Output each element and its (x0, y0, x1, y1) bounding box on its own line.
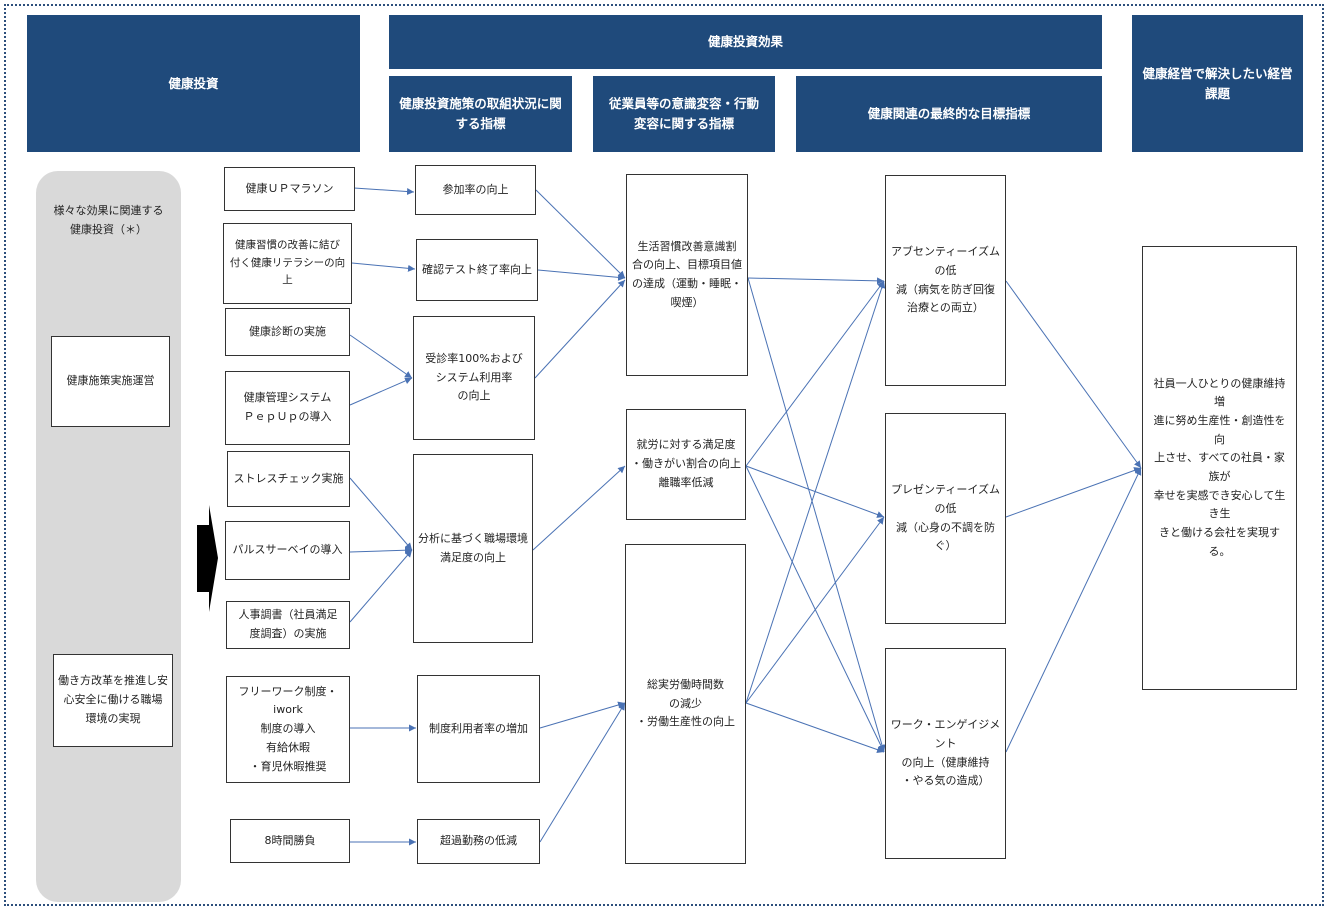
arrow-rodo-absent (745, 280, 886, 704)
box-stress: ストレスチェック実施 (227, 451, 350, 507)
box-8jikan: 8時間勝負 (230, 819, 350, 863)
box-engagement: ワーク・エンゲイジメント の向上（健康維持 ・やる気の造成） (885, 648, 1006, 859)
arrow-absent-issue (1005, 280, 1142, 469)
box-keiei-issue: 社員一人ひとりの健康維持増 進に努め生産性・創造性を向 上させ、すべての社員・家… (1142, 246, 1297, 690)
box-unei: 健康施策実施運営 (51, 336, 170, 427)
box-hatarakikata: 働き方改革を推進し安 心安全に働ける職場 環境の実現 (53, 654, 173, 747)
arrow-shuro-absent (745, 280, 885, 467)
box-shuro: 就労に対する満足度 ・働きがい割合の向上 離職率低減 (626, 409, 746, 520)
arrow-kakunin-seikatsu (537, 269, 626, 281)
header-shisaku-shihyo: 健康投資施策の取組状況に関する指標 (389, 76, 572, 152)
arrow-marathon-sanka (353, 187, 415, 196)
arrow-pulse-shokuba (349, 546, 413, 554)
box-seido: 制度利用者率の増加 (417, 675, 540, 783)
arrow-shindan-jushin (349, 334, 413, 379)
box-freework: フリーワーク制度・iwork 制度の導入 有給休暇 ・育児休暇推奨 (226, 676, 350, 783)
arrow-literacy-kakunin (351, 262, 416, 272)
sidebar-note: 様々な効果に関連する 健康投資（＊） (53, 204, 164, 236)
header-toushi-kouka: 健康投資効果 (389, 15, 1102, 69)
arrow-seido-rodo (539, 701, 626, 729)
box-rodo: 総実労働時間数 の減少 ・労働生産性の向上 (625, 544, 746, 864)
box-jushin: 受診率100%および システム利用率 の向上 (413, 316, 535, 440)
header-keiei-kadai: 健康経営で解決したい経営課題 (1132, 15, 1303, 152)
arrow-rodo-present (745, 516, 885, 704)
arrow-seikatsu-engage (747, 277, 886, 753)
box-pepup: 健康管理システム ＰｅｐＵｐの導入 (225, 371, 350, 445)
box-kakunin: 確認テスト終了率向上 (416, 239, 538, 301)
box-literacy: 健康習慣の改善に結び 付く健康リテラシーの向上 (223, 223, 352, 304)
arrow-seikatsu-absent (747, 277, 885, 285)
box-sanka: 参加率の向上 (415, 165, 536, 215)
big-black-arrow (197, 505, 218, 612)
box-up-marathon: 健康ＵＰマラソン (224, 167, 355, 211)
arrow-present-issue (1005, 467, 1142, 518)
arrow-engage-issue (1005, 467, 1142, 753)
header-saishu-shihyo: 健康関連の最終的な目標指標 (796, 76, 1102, 152)
box-shindan: 健康診断の実施 (225, 308, 350, 356)
box-shokuba: 分析に基づく職場環境 満足度の向上 (413, 454, 533, 643)
arrow-shokuba-shuro (532, 465, 626, 551)
arrow-pepup-jushin (349, 377, 413, 406)
arrow-jushin-seikatsu (534, 279, 626, 379)
box-pulse: パルスサーベイの導入 (225, 521, 350, 580)
arrow-shuro-engage (745, 465, 885, 753)
arrow-sanka-seikatsu (535, 189, 626, 279)
arrow-rodo-engage (745, 702, 885, 753)
box-absenteeism: アブセンティーイズムの低 減（病気を防ぎ回復 治療との両立） (885, 175, 1006, 386)
box-choka: 超過勤務の低減 (417, 819, 540, 864)
box-jinji: 人事調書（社員満足 度調査）の実施 (226, 601, 350, 649)
box-presenteeism: プレゼンティーイズムの低 減（心身の不調を防 ぐ） (885, 413, 1006, 624)
arrow-jinji-shokuba (349, 549, 413, 623)
arrow-stress-shokuba (349, 477, 413, 551)
header-ishiki-shihyo: 従業員等の意識変容・行動変容に関する指標 (593, 76, 775, 152)
sidebar-panel (36, 171, 181, 902)
box-seikatsu: 生活習慣改善意識割 合の向上、目標項目値 の達成（運動・睡眠・ 喫煙） (626, 174, 748, 376)
arrow-choka-rodo (539, 702, 626, 843)
diagram-frame (4, 4, 1324, 906)
header-kenko-toushi: 健康投資 (27, 15, 360, 152)
